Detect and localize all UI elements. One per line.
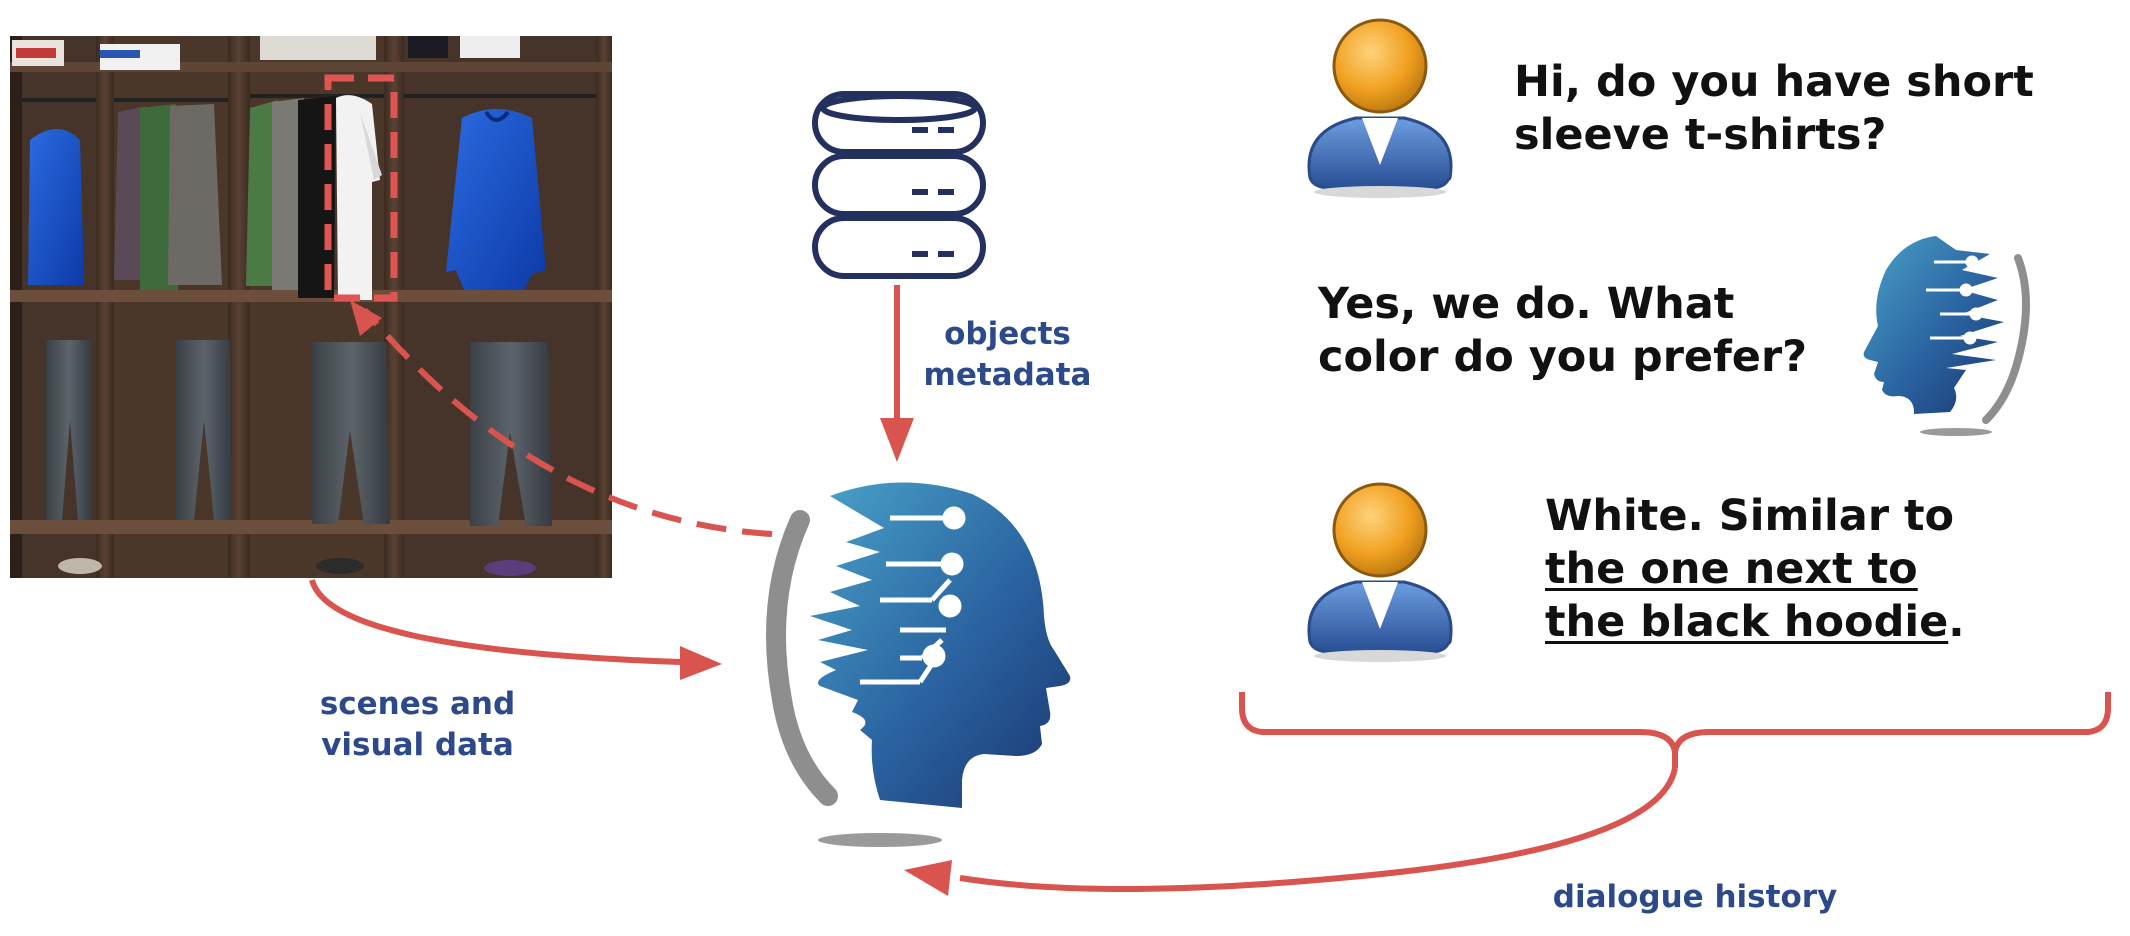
dialogue-history-label: dialogue history (1552, 879, 1838, 915)
user-avatar-icon (1307, 18, 1453, 198)
user-message-1-line-2: sleeve t-shirts? (1514, 110, 1887, 160)
agent-message-1-line-1: Yes, we do. What (1318, 279, 1735, 329)
user-message-2-line-3: the black hoodie. (1545, 596, 2065, 649)
objects-metadata-line-2: metadata (923, 357, 1092, 393)
user-message-2: White. Similar to the one next to the bl… (1545, 490, 2065, 649)
arrow-dialogue-to-head (904, 767, 1678, 896)
user-message-1-line-1: Hi, do you have short (1514, 57, 2034, 107)
referring-expression-part-1: the one next to (1545, 544, 1918, 594)
objects-metadata-label: objects metadata (900, 314, 1115, 396)
target-highlight-box (324, 74, 398, 302)
arrow-head-to-target-dashed (350, 300, 773, 537)
user-message-1: Hi, do you have short sleeve t-shirts? (1514, 56, 2094, 162)
wardrobe-scene-image (10, 36, 612, 578)
referring-expression-part-2: the black hoodie (1545, 597, 1949, 647)
arrow-metadata-to-head (880, 285, 914, 462)
scenes-visual-label: scenes and visual data (290, 684, 545, 766)
objects-metadata-line-1: objects (944, 316, 1071, 352)
user-message-2-line-2: the one next to (1545, 543, 2065, 596)
agent-message-1-line-2: color do you prefer? (1318, 332, 1808, 382)
scenes-visual-line-2: visual data (321, 727, 514, 763)
user-message-2-period: . (1948, 597, 1965, 647)
dialogue-brace (1239, 692, 2111, 768)
scenes-visual-line-1: scenes and (319, 686, 516, 722)
database-icon (812, 91, 986, 279)
ai-head-icon (766, 482, 1071, 847)
user-message-2-line-1: White. Similar to (1545, 491, 1955, 541)
agent-message-1: Yes, we do. What color do you prefer? (1318, 278, 1878, 384)
user-avatar-icon (1307, 482, 1453, 662)
agent-avatar-icon (1863, 236, 2030, 436)
arrow-scene-to-head (309, 579, 722, 680)
